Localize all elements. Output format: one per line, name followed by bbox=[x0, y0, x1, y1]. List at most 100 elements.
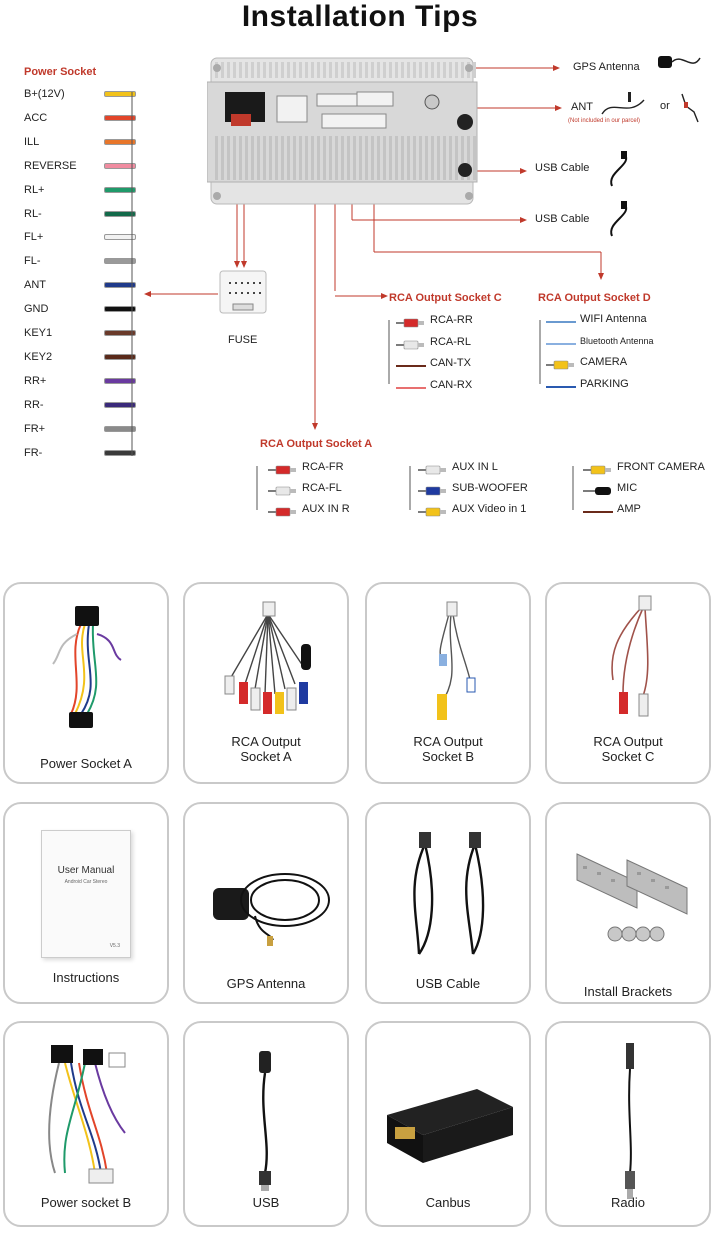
connector-row: SUB-WOOFER bbox=[418, 478, 528, 498]
power-wire-label: ANT bbox=[24, 279, 46, 292]
wire-icon bbox=[583, 504, 613, 514]
rca-plug-icon bbox=[268, 462, 298, 475]
power-wire-label: ACC bbox=[24, 111, 48, 124]
power-wire-label: FL+ bbox=[24, 231, 44, 244]
wire-swatch bbox=[104, 186, 136, 193]
wire-swatch bbox=[104, 377, 136, 384]
power-wire-label: FR+ bbox=[24, 422, 46, 435]
connector-row: CAN-RX bbox=[396, 375, 472, 395]
connector-label: RCA-RL bbox=[430, 335, 471, 348]
accessory-card: RCA Output Socket C bbox=[545, 582, 711, 784]
accessory-label: USB bbox=[252, 1195, 280, 1210]
accessory-card: RCA Output Socket A bbox=[183, 582, 349, 784]
connector-label: CAMERA bbox=[580, 356, 628, 368]
connector-label: CAN-TX bbox=[430, 357, 471, 369]
usb-cable-icon-1 bbox=[610, 151, 628, 187]
connector-row: RCA-FL bbox=[268, 478, 342, 498]
power-wire-label: FL- bbox=[24, 255, 41, 268]
connector-label: AUX IN R bbox=[302, 503, 350, 515]
wire-icon bbox=[546, 379, 576, 389]
connector-row: WIFI Antenna bbox=[546, 309, 647, 329]
accessory-label: Radio bbox=[611, 1195, 645, 1210]
connector-label: MIC bbox=[617, 482, 638, 494]
connector-row: AUX IN R bbox=[268, 499, 350, 519]
socket-c-title: RCA Output Socket C bbox=[389, 292, 502, 304]
power-wire-row: KEY1 bbox=[24, 321, 136, 345]
connector-label: PARKING bbox=[580, 377, 629, 390]
wire-swatch bbox=[104, 282, 136, 289]
power-wire-label: RL- bbox=[24, 207, 42, 220]
wire-swatch bbox=[104, 306, 136, 313]
accessory-label: USB Cable bbox=[415, 976, 481, 991]
power-wire-label: REVERSE bbox=[24, 159, 77, 172]
power-wire-row: FL- bbox=[24, 249, 136, 273]
wire-swatch bbox=[104, 258, 136, 265]
power-wire-row: ILL bbox=[24, 130, 136, 154]
usb-cable-label-1: USB Cable bbox=[535, 162, 590, 174]
connector-label: AMP bbox=[617, 503, 641, 515]
connector-row: CAN-TX bbox=[396, 353, 471, 373]
connector-row: FRONT CAMERA bbox=[583, 457, 705, 477]
fuse-box-icon bbox=[219, 270, 267, 314]
ant-adapter-icon bbox=[681, 93, 699, 123]
rca-plug-icon bbox=[418, 504, 448, 517]
manual-title: User Manual bbox=[57, 865, 115, 876]
wire-swatch bbox=[104, 425, 136, 432]
connector-row: RCA-RL bbox=[396, 332, 471, 352]
wire-swatch bbox=[104, 138, 136, 145]
accessory-card: Install Brackets bbox=[545, 802, 711, 1004]
power-wire-row: KEY2 bbox=[24, 345, 136, 369]
fuse-label: FUSE bbox=[228, 334, 258, 346]
power-wire-row: RR+ bbox=[24, 369, 136, 393]
power-wire-label: RR+ bbox=[24, 374, 47, 387]
accessory-card: USB Cable bbox=[365, 802, 531, 1004]
wire-icon bbox=[546, 314, 576, 324]
connector-label: WIFI Antenna bbox=[580, 313, 647, 325]
mic-plug-icon bbox=[583, 483, 613, 495]
gps-antenna-label: GPS Antenna bbox=[573, 61, 640, 73]
power-wire-row: REVERSE bbox=[24, 154, 136, 178]
connector-row: PARKING bbox=[546, 374, 629, 394]
wire-swatch bbox=[104, 234, 136, 241]
accessory-label: Install Brackets bbox=[583, 984, 673, 999]
wire-swatch bbox=[104, 353, 136, 360]
accessory-card: Radio bbox=[545, 1021, 711, 1227]
connector-row: MIC bbox=[583, 478, 637, 498]
power-wire-label: KEY2 bbox=[24, 350, 53, 363]
accessory-label: GPS Antenna bbox=[226, 976, 306, 991]
accessory-card: Power socket B bbox=[3, 1021, 169, 1227]
power-wire-row: B+(12V) bbox=[24, 82, 136, 106]
power-wire-label: KEY1 bbox=[24, 327, 53, 339]
connector-label: AUX Video in 1 bbox=[452, 503, 527, 515]
rca-plug-icon bbox=[396, 337, 426, 349]
connector-label: AUX IN L bbox=[452, 461, 498, 473]
rca-plug-icon bbox=[418, 462, 448, 475]
accessory-card: Canbus bbox=[365, 1021, 531, 1227]
connector-row: AMP bbox=[583, 499, 641, 519]
power-wire-row: FL+ bbox=[24, 225, 136, 249]
ant-cable-icon bbox=[601, 92, 645, 115]
power-wire-row: RL- bbox=[24, 202, 136, 226]
socket-d-title: RCA Output Socket D bbox=[538, 292, 651, 304]
rca-plug-icon bbox=[268, 483, 298, 496]
socket-a-title: RCA Output Socket A bbox=[260, 438, 373, 450]
page-title: Installation Tips bbox=[241, 0, 479, 33]
accessory-card: Power Socket A bbox=[3, 582, 169, 784]
wire-swatch bbox=[104, 114, 136, 121]
connector-label: SUB-WOOFER bbox=[452, 482, 528, 494]
power-wire-label: RL+ bbox=[24, 183, 45, 196]
connector-label: CAN-RX bbox=[430, 378, 473, 391]
connector-label: Bluetooth Antenna bbox=[580, 335, 654, 346]
wire-swatch bbox=[104, 162, 136, 169]
wire-swatch bbox=[104, 449, 136, 456]
gps-antenna-icon bbox=[658, 56, 701, 68]
power-wire-row: RR- bbox=[24, 393, 136, 417]
connector-row: RCA-FR bbox=[268, 457, 344, 477]
connector-row: AUX Video in 1 bbox=[418, 499, 526, 519]
ant-note: (Not included in our parcel) bbox=[568, 118, 641, 124]
wire-icon bbox=[546, 336, 576, 346]
accessory-label: RCA Output Socket C bbox=[593, 734, 663, 764]
wire-swatch bbox=[104, 91, 136, 97]
accessory-card: GPS Antenna bbox=[183, 802, 349, 1004]
